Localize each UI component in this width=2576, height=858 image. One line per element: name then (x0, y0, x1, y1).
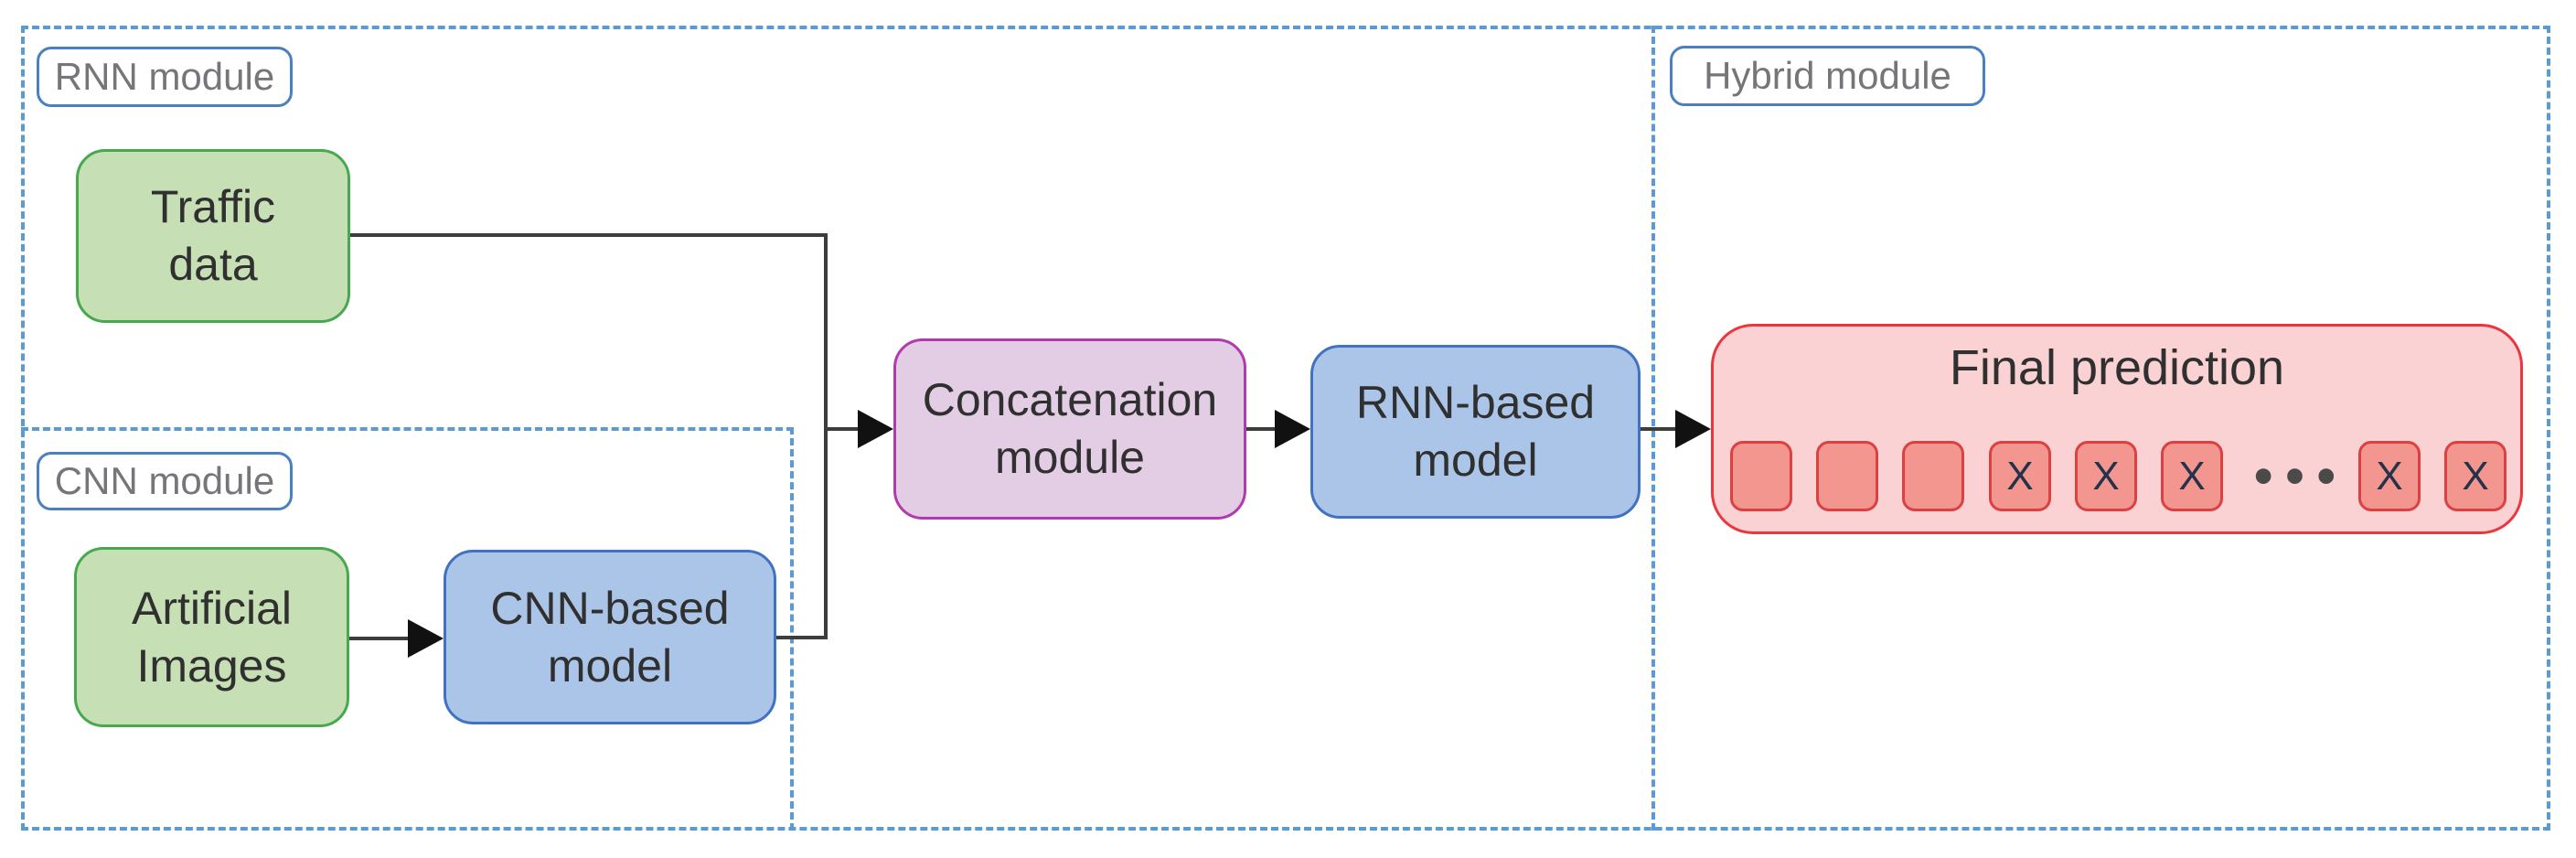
rnn-based-model-node: RNN-based model (1310, 345, 1641, 519)
arrow-shaft-to-concatenation (824, 427, 860, 431)
final-prediction-title: Final prediction (1949, 340, 2285, 395)
connector-traffic-horizontal (350, 233, 826, 237)
arrow-shaft-rnn-to-final (1641, 427, 1677, 431)
cnn-module-region (21, 427, 794, 831)
prediction-cell (1816, 441, 1878, 511)
connector-cnn-horizontal (776, 636, 826, 639)
prediction-cell-x: X (2075, 441, 2137, 511)
artificial-images-node: Artificial Images (74, 547, 349, 727)
arrow-shaft-concat-to-rnn (1246, 427, 1276, 431)
hybrid-module-label: Hybrid module (1670, 46, 1985, 106)
concatenation-module-node: Concatenation module (893, 338, 1246, 520)
arrowhead-images-to-cnn-icon (408, 619, 444, 658)
cnn-based-model-node: CNN-based model (444, 550, 776, 724)
arrowhead-to-concatenation-icon (858, 410, 893, 448)
arrowhead-rnn-to-final-icon (1675, 410, 1711, 448)
connector-merge-vertical (824, 233, 828, 639)
cnn-module-label: CNN module (37, 452, 293, 510)
prediction-cell (1902, 441, 1964, 511)
final-prediction-node: Final prediction X X X ••• X X (1711, 324, 2523, 534)
prediction-cell-x: X (2161, 441, 2223, 511)
rnn-module-label: RNN module (37, 47, 293, 107)
arrow-shaft-images-to-cnn (349, 637, 408, 640)
prediction-cell-x: X (2358, 441, 2421, 511)
arrowhead-concat-to-rnn-icon (1275, 410, 1310, 448)
ellipsis-dots: ••• (2254, 446, 2348, 506)
prediction-cell-x: X (2444, 441, 2507, 511)
prediction-cell (1730, 441, 1792, 511)
traffic-data-node: Traffic data (76, 149, 350, 323)
prediction-cell-x: X (1989, 441, 2051, 511)
